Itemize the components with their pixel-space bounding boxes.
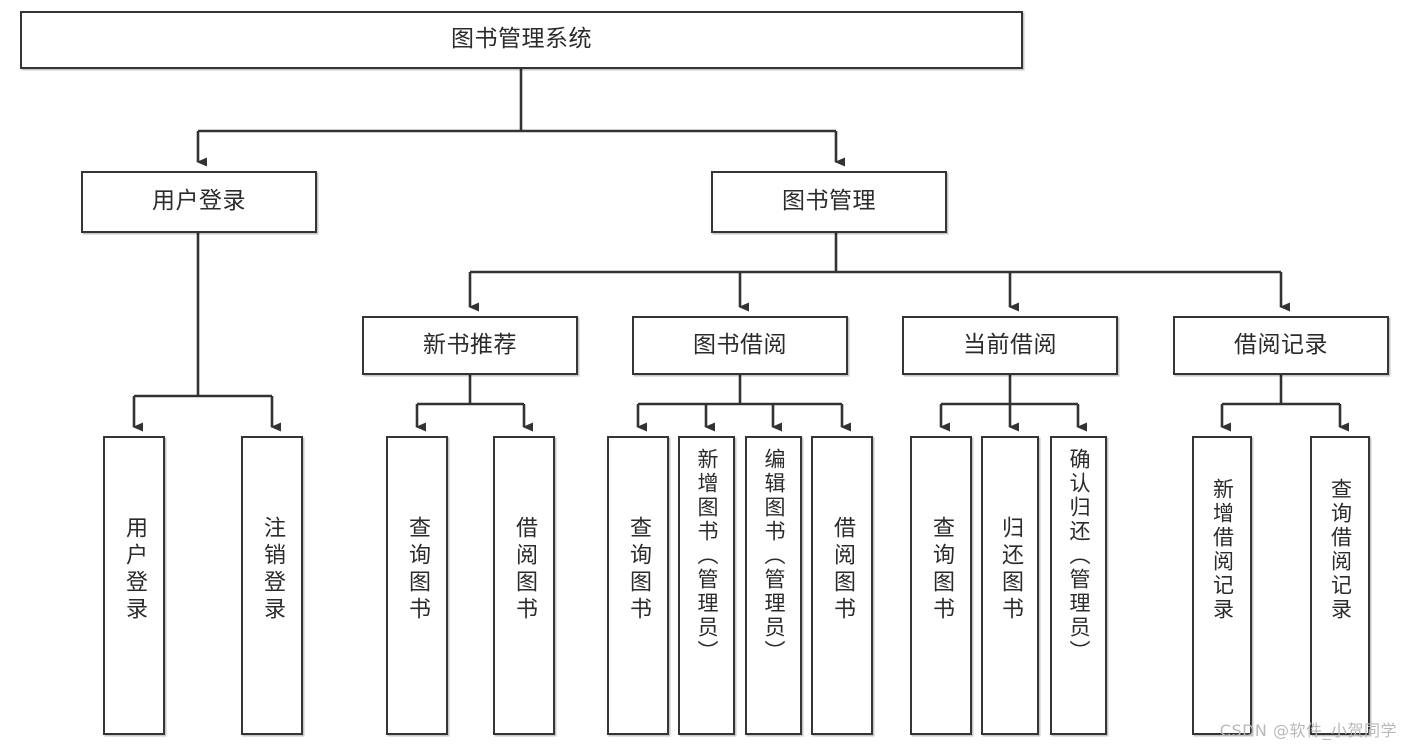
node-label: 编辑图书（管理员） — [762, 448, 786, 664]
node-label: 用户登录 — [122, 516, 147, 624]
node-label: 查询图书 — [626, 516, 651, 624]
node-label: 图书管理 — [782, 188, 876, 215]
node-root-system[interactable]: 图书管理系统 — [20, 11, 1023, 69]
node-label: 当前借阅 — [963, 331, 1057, 358]
node-label: 新增图书（管理员） — [695, 448, 719, 664]
watermark-text: CSDN @软件_小贺同学 — [1219, 721, 1397, 740]
leaf-confirm-return[interactable]: 确认归还（管理员） — [1050, 436, 1107, 735]
leaf-return-book[interactable]: 归还图书 — [981, 436, 1039, 735]
leaf-query-book-current[interactable]: 查询图书 — [910, 436, 972, 735]
node-label: 借阅记录 — [1234, 331, 1328, 358]
node-label: 注销登录 — [260, 516, 285, 624]
node-label: 归还图书 — [998, 516, 1023, 624]
leaf-user-login[interactable]: 用户登录 — [103, 436, 165, 735]
node-label: 查询图书 — [405, 516, 430, 624]
node-book-borrow[interactable]: 图书借阅 — [632, 316, 848, 375]
node-label: 用户登录 — [152, 188, 246, 215]
node-current-borrow[interactable]: 当前借阅 — [902, 316, 1118, 375]
node-label: 新书推荐 — [423, 331, 517, 358]
leaf-edit-book[interactable]: 编辑图书（管理员） — [745, 436, 802, 735]
leaf-borrow-book-recommend[interactable]: 借阅图书 — [493, 436, 555, 735]
leaf-query-book-recommend[interactable]: 查询图书 — [386, 436, 448, 735]
node-user-login[interactable]: 用户登录 — [81, 171, 317, 233]
node-label: 新增借阅记录 — [1210, 478, 1235, 622]
node-label: 图书借阅 — [693, 331, 787, 358]
leaf-borrow-book[interactable]: 借阅图书 — [811, 436, 873, 735]
node-label: 图书管理系统 — [451, 26, 592, 53]
node-label: 查询图书 — [929, 516, 954, 624]
node-label: 查询借阅记录 — [1328, 478, 1353, 622]
node-book-management[interactable]: 图书管理 — [711, 171, 947, 233]
leaf-user-logout[interactable]: 注销登录 — [241, 436, 303, 735]
node-new-book-recommend[interactable]: 新书推荐 — [362, 316, 578, 375]
leaf-query-book-borrow[interactable]: 查询图书 — [607, 436, 669, 735]
node-label: 确认归还（管理员） — [1067, 448, 1091, 664]
leaf-add-book[interactable]: 新增图书（管理员） — [678, 436, 735, 735]
node-label: 借阅图书 — [512, 516, 537, 624]
leaf-add-borrow-record[interactable]: 新增借阅记录 — [1192, 436, 1252, 735]
node-label: 借阅图书 — [830, 516, 855, 624]
leaf-query-borrow-record[interactable]: 查询借阅记录 — [1310, 436, 1370, 735]
node-borrow-record[interactable]: 借阅记录 — [1173, 316, 1389, 375]
